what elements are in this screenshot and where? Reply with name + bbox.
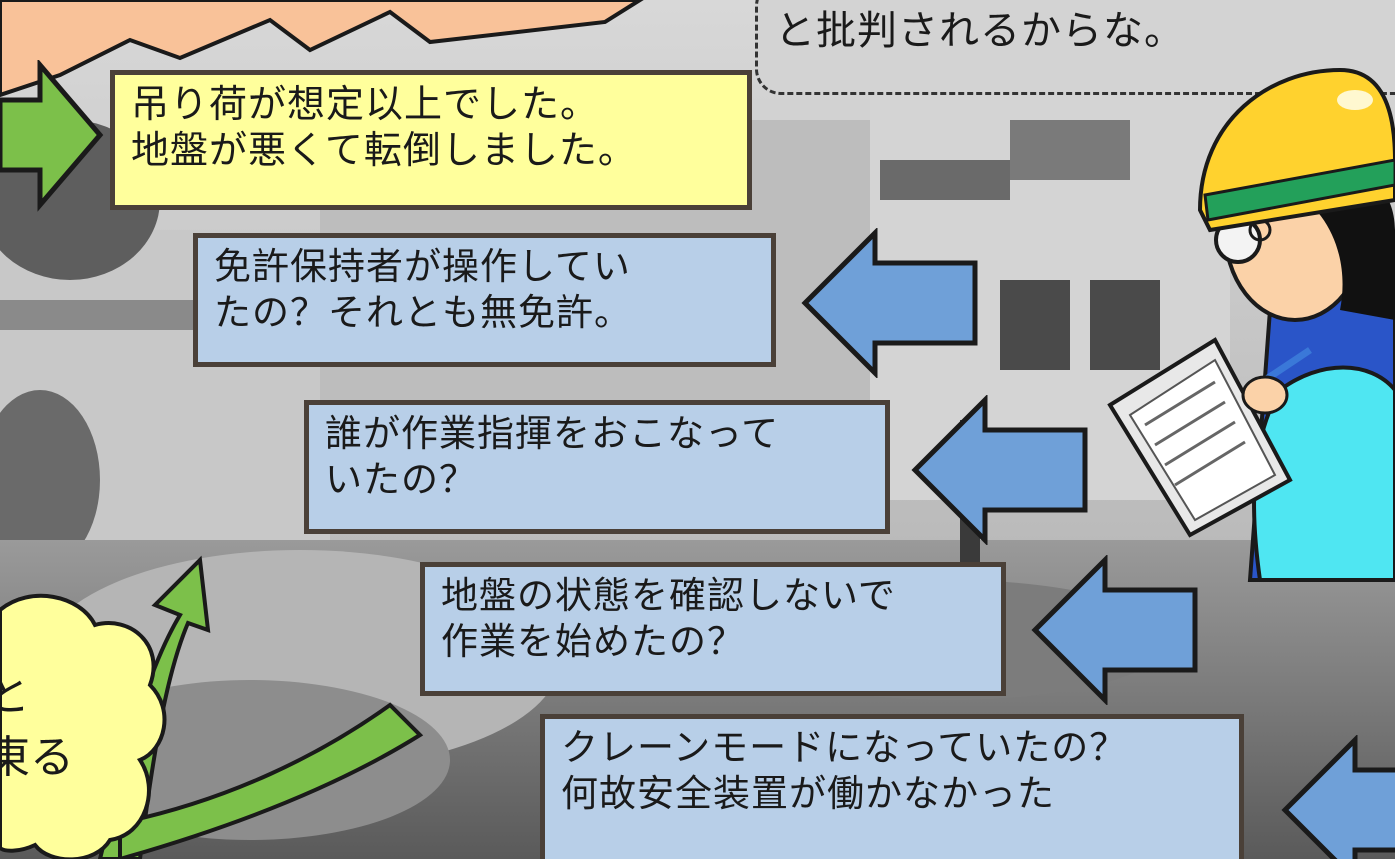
question-box-license: 免許保持者が操作してい たの？それとも無免許。 — [193, 233, 776, 367]
blue-left-arrow — [911, 395, 1088, 545]
question-line: 免許保持者が操作してい — [214, 245, 631, 288]
question-line: 作業を始めたの？ — [441, 620, 745, 663]
blue-left-arrow — [1281, 735, 1395, 859]
green-right-arrow — [0, 60, 104, 212]
speech-bubble-line: と批判されるからな。 — [775, 8, 1185, 54]
cloud-line: 東る — [0, 732, 74, 783]
answer-box: 吊り荷が想定以上でした。 地盤が悪くて転倒しました。 — [110, 70, 752, 210]
question-box-crane-mode: クレーンモードになっていたの？ 何故安全装置が働かなかった — [540, 714, 1244, 859]
answer-line: 地盤が悪くて転倒しました。 — [131, 128, 637, 172]
question-line: 地盤の状態を確認しないで — [441, 574, 896, 617]
answer-line: 吊り荷が想定以上でした。 — [131, 82, 600, 126]
question-line: たの？それとも無免許。 — [214, 291, 632, 334]
thought-cloud — [0, 593, 167, 859]
speech-bubble-text: と批判されるからな。 — [775, 0, 1185, 54]
question-line: 誰が作業指揮をおこなって — [325, 412, 780, 455]
question-line: いたの？ — [325, 458, 477, 501]
question-line: 何故安全装置が働かなかった — [561, 772, 1055, 815]
question-line: クレーンモードになっていたの？ — [561, 726, 1128, 769]
blue-left-arrow — [801, 228, 978, 378]
question-box-ground: 地盤の状態を確認しないで 作業を始めたの？ — [420, 562, 1006, 696]
cloud-line: と — [0, 670, 30, 721]
inspector-character-icon — [1107, 67, 1395, 582]
helmet-icon — [1197, 67, 1395, 233]
thought-cloud-text: と 東る — [0, 665, 74, 789]
blue-left-arrow — [1031, 555, 1198, 705]
question-box-supervisor: 誰が作業指揮をおこなって いたの？ — [304, 400, 890, 534]
